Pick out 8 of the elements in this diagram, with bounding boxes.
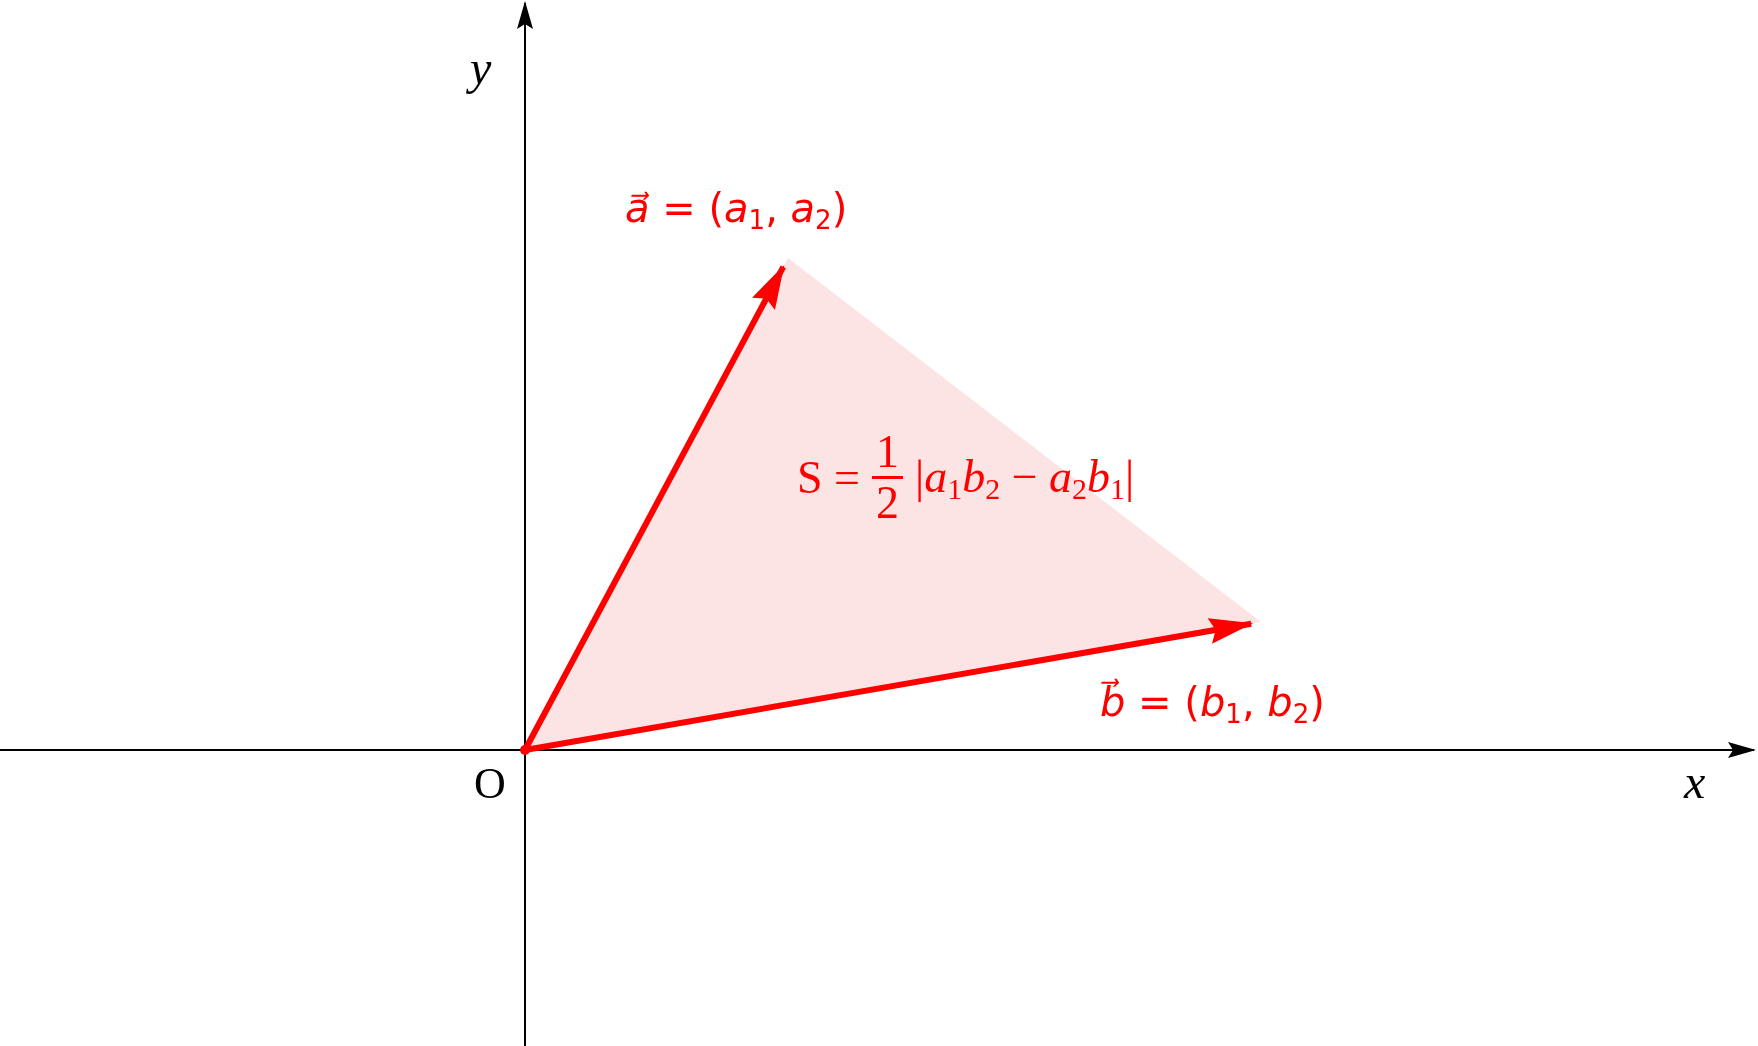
fraction: 1 2 [872,428,904,528]
axis-label: x [1684,756,1706,809]
vector-label: b⃗ = (b$_{1}$, b$_{2}$) [1100,680,1325,729]
vector-label: a⃗ = (a$_{1}$, a$_{2}$) [625,186,848,235]
formula-text: |a$_{1}$b$_{2}$ − a$_{2}$b$_{1}$| [915,449,1135,507]
formula-text: S = [797,451,861,505]
origin-point [520,745,530,755]
origin-label: O [474,760,506,809]
